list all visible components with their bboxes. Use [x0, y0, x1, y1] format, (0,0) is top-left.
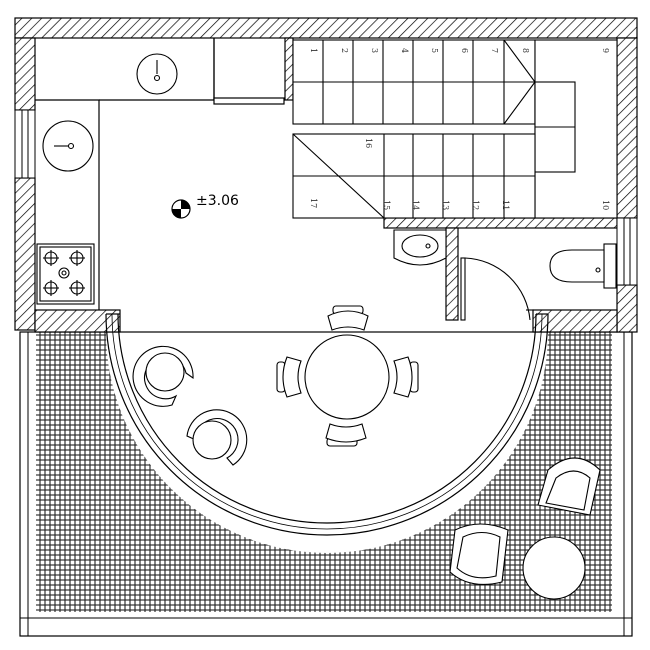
step-3: 3 [370, 48, 379, 53]
stair-numbers: 1 2 3 4 5 6 7 8 9 10 11 12 13 14 15 16 1… [309, 48, 610, 210]
kitchen-counter [35, 38, 285, 310]
terrace-chair-1 [537, 457, 601, 516]
lounge-chair-2 [186, 409, 248, 466]
step-15: 15 [382, 200, 391, 210]
dining-set [276, 305, 419, 447]
window-left [14, 109, 36, 179]
step-9: 9 [601, 48, 610, 53]
kitchen-sink [42, 120, 94, 172]
stove [36, 243, 95, 305]
step-12: 12 [471, 200, 480, 210]
lounge-chair-1 [132, 345, 194, 407]
staircase [292, 39, 618, 219]
step-8: 8 [521, 48, 530, 53]
step-1: 1 [309, 48, 318, 53]
step-2: 2 [340, 48, 349, 53]
step-5: 5 [430, 48, 439, 53]
step-13: 13 [441, 200, 450, 210]
curved-glass-wall [105, 313, 549, 536]
step-17: 17 [309, 198, 318, 208]
step-6: 6 [460, 48, 469, 53]
level-marker: ±3.06 [171, 193, 239, 219]
level-label: ±3.06 [196, 193, 239, 209]
step-7: 7 [490, 48, 499, 53]
door [460, 257, 534, 321]
exterior-walls [14, 17, 638, 333]
step-10: 10 [601, 200, 610, 210]
round-sink [136, 53, 178, 95]
step-14: 14 [411, 200, 420, 210]
terrace-chair-2 [449, 523, 509, 585]
washbasin [393, 229, 447, 266]
window-right [616, 217, 638, 286]
step-11: 11 [501, 200, 510, 210]
step-16: 16 [364, 138, 373, 148]
step-4: 4 [400, 48, 409, 53]
terrace-table [522, 536, 586, 600]
toilet [549, 243, 617, 289]
